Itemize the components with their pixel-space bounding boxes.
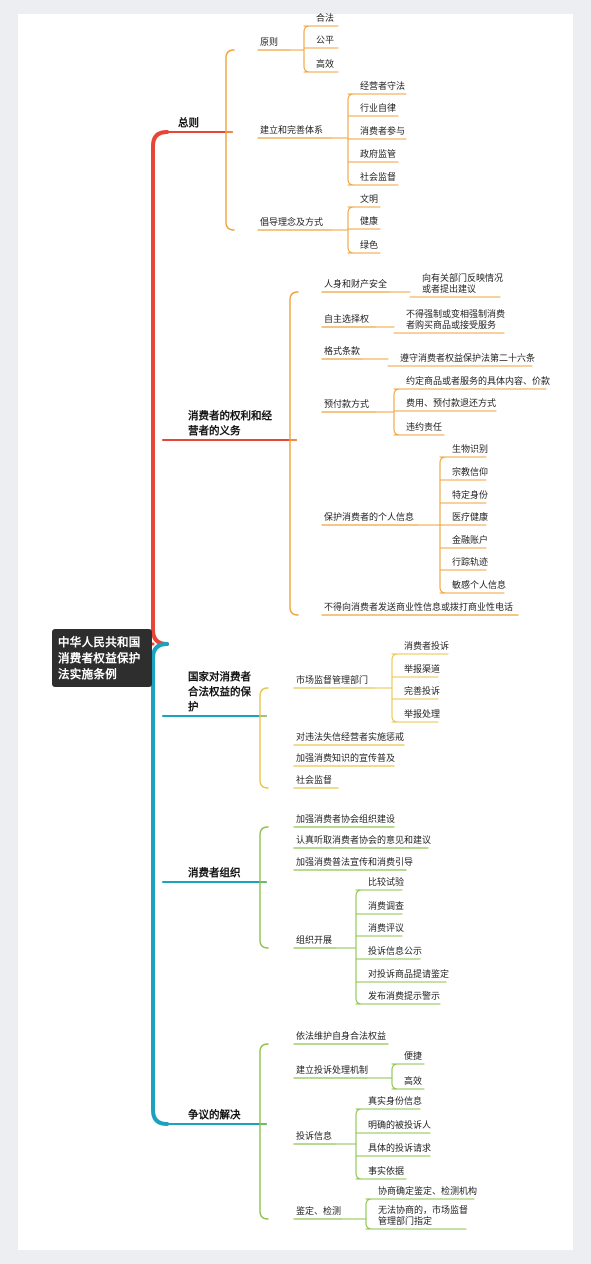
leaf-4-1-0[interactable]: 便捷 [404, 1052, 423, 1062]
subtopic-4-2[interactable]: 投诉信息 [296, 1132, 333, 1142]
leaf-4-2-0[interactable]: 真实身份信息 [368, 1097, 423, 1107]
leaf-2-0-2[interactable]: 完善投诉 [404, 687, 441, 697]
leaf-4-2-3[interactable]: 事实依据 [368, 1167, 405, 1177]
branch-4-bracket [259, 1043, 269, 1220]
leaf-1-3-2[interactable]: 违约责任 [406, 423, 443, 433]
branch-0-bracket [225, 49, 235, 231]
leaf-4-3-1[interactable]: 无法协商的，市场监督管理部门指定 [378, 1206, 469, 1227]
branch-topic-2[interactable]: 国家对消费者合法权益的保护 [188, 671, 251, 713]
subtopic-3-3[interactable]: 组织开展 [296, 936, 333, 946]
subtopic-2-2[interactable]: 加强消费知识的宣传普及 [296, 754, 396, 764]
leaf-0-1-2[interactable]: 消费者参与 [360, 127, 406, 137]
leaf-2-0-1[interactable]: 举报渠道 [404, 665, 441, 675]
leaf-1-3-1[interactable]: 费用、预付款退还方式 [406, 399, 497, 409]
leaf-1-4-5[interactable]: 行踪轨迹 [452, 558, 489, 568]
leaf-1-4-6[interactable]: 敏感个人信息 [452, 581, 507, 591]
leaf-1-3-0[interactable]: 约定商品或者服务的具体内容、价款 [406, 377, 551, 387]
leaf-3-3-1[interactable]: 消费调查 [368, 902, 405, 912]
subtopic-3-0[interactable]: 加强消费者协会组织建设 [296, 815, 396, 825]
leaf-0-2-2[interactable]: 绿色 [360, 241, 379, 251]
leaf-1-1-0[interactable]: 不得强制或变相强制消费者购买商品或接受服务 [406, 310, 506, 331]
subtopic-4-3[interactable]: 鉴定、检测 [296, 1207, 342, 1217]
subtopic-1-0[interactable]: 人身和财产安全 [324, 280, 388, 290]
subtopic-4-3-bracket [365, 1198, 373, 1230]
subtopic-1-3-bracket [393, 388, 401, 436]
subtopic-4-1-bracket [391, 1063, 399, 1090]
leaf-3-3-0[interactable]: 比较试验 [368, 878, 405, 888]
branch-3-bracket [259, 826, 269, 949]
subtopic-1-3[interactable]: 预付款方式 [324, 400, 370, 410]
leaf-3-3-3[interactable]: 投诉信息公示 [368, 947, 423, 957]
leaf-1-4-0[interactable]: 生物识别 [452, 445, 489, 455]
subtopic-4-0[interactable]: 依法维护自身合法权益 [296, 1032, 387, 1042]
leaf-2-0-0[interactable]: 消费者投诉 [404, 642, 450, 652]
subtopic-0-1[interactable]: 建立和完善体系 [260, 126, 324, 136]
subtopic-4-1[interactable]: 建立投诉处理机制 [296, 1066, 369, 1076]
subtopic-2-0-bracket [391, 653, 399, 723]
leaf-0-1-4[interactable]: 社会监督 [360, 173, 397, 183]
subtopic-0-0[interactable]: 原则 [260, 38, 279, 48]
subtopic-1-5[interactable]: 不得向消费者发送商业性信息或拨打商业性电话 [324, 603, 514, 613]
root-topic[interactable]: 中华人民共和国消费者权益保护法实施条例 [52, 629, 152, 687]
subtopic-1-4[interactable]: 保护消费者的个人信息 [324, 513, 415, 523]
subtopic-3-1[interactable]: 认真听取消费者协会的意见和建议 [296, 836, 432, 846]
subtopic-2-3[interactable]: 社会监督 [296, 776, 333, 786]
subtopic-2-0[interactable]: 市场监督管理部门 [296, 676, 369, 686]
leaf-0-2-0[interactable]: 文明 [360, 195, 379, 205]
leaf-1-4-1[interactable]: 宗教信仰 [452, 468, 489, 478]
leaf-4-2-2[interactable]: 具体的投诉请求 [368, 1144, 432, 1154]
leaf-0-0-0[interactable]: 合法 [316, 14, 335, 24]
branch-topic-1[interactable]: 消费者的权利和经营者的义务 [188, 410, 272, 437]
leaf-0-0-1[interactable]: 公平 [316, 36, 335, 46]
leaf-4-1-1[interactable]: 高效 [404, 1077, 423, 1087]
leaf-0-2-1[interactable]: 健康 [360, 217, 379, 227]
branch-topic-4[interactable]: 争议的解决 [188, 1109, 241, 1121]
leaf-0-1-3[interactable]: 政府监管 [360, 150, 397, 160]
leaf-3-3-5[interactable]: 发布消费提示警示 [368, 992, 441, 1002]
root-spine-lower [151, 642, 169, 1126]
subtopic-0-2[interactable]: 倡导理念及方式 [260, 218, 324, 228]
leaf-0-0-2[interactable]: 高效 [316, 60, 335, 70]
leaf-1-4-3[interactable]: 医疗健康 [452, 513, 489, 523]
leaf-0-1-1[interactable]: 行业自律 [360, 104, 397, 114]
subtopic-0-0-bracket [303, 25, 311, 73]
branch-topic-0[interactable]: 总则 [178, 117, 199, 129]
leaf-1-4-4[interactable]: 金融账户 [452, 536, 489, 546]
leaf-0-1-0[interactable]: 经营者守法 [360, 82, 406, 92]
subtopic-2-1[interactable]: 对违法失信经营者实施惩戒 [296, 733, 405, 743]
leaf-1-0-0[interactable]: 向有关部门反映情况或者提出建议 [422, 274, 504, 295]
mind-map-canvas: 中华人民共和国消费者权益保护法实施条例 总则原则合法公平高效建立和完善体系经营者… [18, 14, 573, 1250]
subtopic-0-2-bracket [347, 206, 355, 254]
leaf-3-3-4[interactable]: 对投诉商品提请鉴定 [368, 970, 450, 980]
subtopic-3-2[interactable]: 加强消费普法宣传和消费引导 [296, 858, 414, 868]
leaf-1-4-2[interactable]: 特定身份 [452, 491, 489, 501]
subtopic-3-3-bracket [355, 889, 363, 1005]
leaf-2-0-3[interactable]: 举报处理 [404, 710, 441, 720]
branch-topic-3[interactable]: 消费者组织 [188, 867, 241, 879]
branch-2-bracket [259, 687, 269, 789]
branch-1-bracket [289, 291, 299, 616]
leaf-4-2-1[interactable]: 明确的被投诉人 [368, 1121, 432, 1131]
root-spine-upper [151, 130, 169, 646]
subtopic-1-1[interactable]: 自主选择权 [324, 315, 370, 325]
subtopic-1-2[interactable]: 格式条款 [324, 347, 361, 357]
leaf-3-3-2[interactable]: 消费评议 [368, 924, 405, 934]
subtopic-4-2-bracket [355, 1108, 363, 1180]
leaf-4-3-0[interactable]: 协商确定鉴定、检测机构 [378, 1187, 478, 1197]
connector-lines [132, 25, 547, 1230]
leaf-1-2-0[interactable]: 遵守消费者权益保护法第二十六条 [400, 354, 536, 364]
